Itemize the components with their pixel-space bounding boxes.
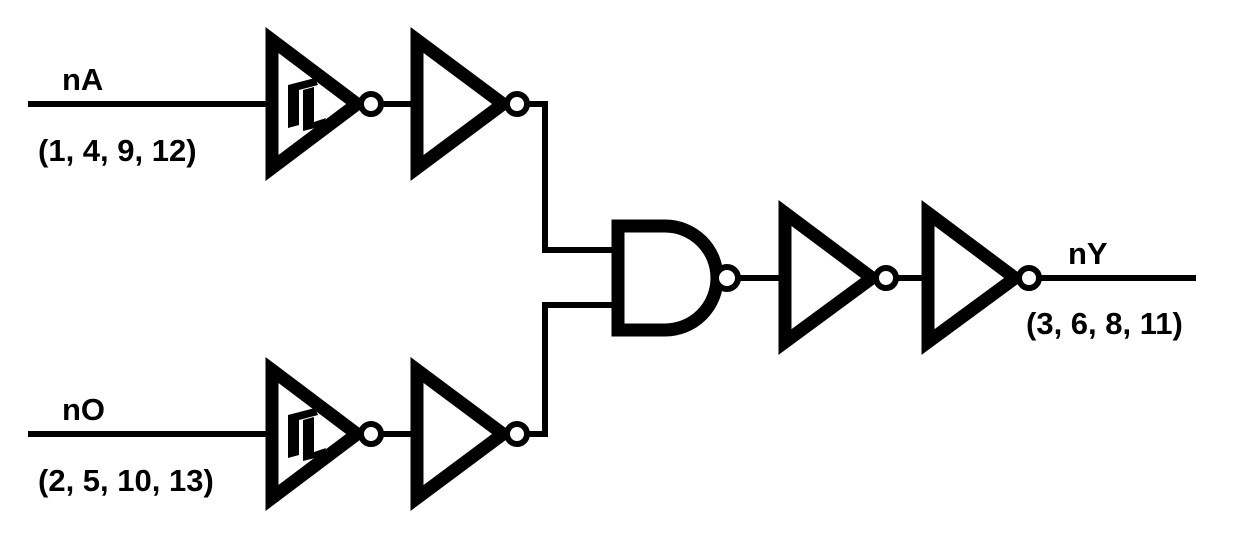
input-label-nO-pins: (2, 5, 10, 13) bbox=[38, 463, 214, 498]
hysteresis-symbol bbox=[288, 408, 326, 461]
hysteresis-symbol bbox=[288, 78, 326, 131]
gate-inv-out-2 bbox=[921, 200, 1042, 355]
gate-inv-top-2 bbox=[410, 27, 530, 181]
wire-top-to-nand-input bbox=[527, 101, 615, 253]
gate-inv-out-1 bbox=[778, 200, 899, 355]
inverter-triangle bbox=[265, 26, 368, 182]
input-label-nA-name: nA bbox=[62, 62, 103, 97]
inversion-bubble bbox=[358, 421, 384, 447]
gate-inv-top-1 bbox=[265, 26, 384, 182]
output-label-nY-name: nY bbox=[1068, 236, 1108, 271]
inversion-bubble bbox=[504, 421, 530, 447]
nand-body bbox=[611, 219, 724, 337]
inverter-triangle bbox=[921, 200, 1026, 355]
inversion-bubble bbox=[1016, 265, 1042, 291]
gate-nand-1 bbox=[611, 219, 741, 337]
inverter-triangle bbox=[265, 356, 368, 512]
inverter-triangle bbox=[410, 27, 514, 181]
input-label-nO-name: nO bbox=[62, 392, 105, 427]
inversion-bubble bbox=[713, 264, 741, 292]
wire-bot-to-nand-input bbox=[527, 302, 615, 437]
inversion-bubble bbox=[873, 265, 899, 291]
input-label-nA-pins: (1, 4, 9, 12) bbox=[38, 133, 197, 168]
inversion-bubble bbox=[504, 91, 530, 117]
gate-inv-bot-1 bbox=[265, 356, 384, 512]
inversion-bubble bbox=[358, 91, 384, 117]
inverter-triangle bbox=[410, 357, 514, 511]
gate-inv-bot-2 bbox=[410, 357, 530, 511]
inverter-triangle bbox=[778, 200, 883, 355]
output-label-nY-pins: (3, 6, 8, 11) bbox=[1026, 306, 1183, 341]
